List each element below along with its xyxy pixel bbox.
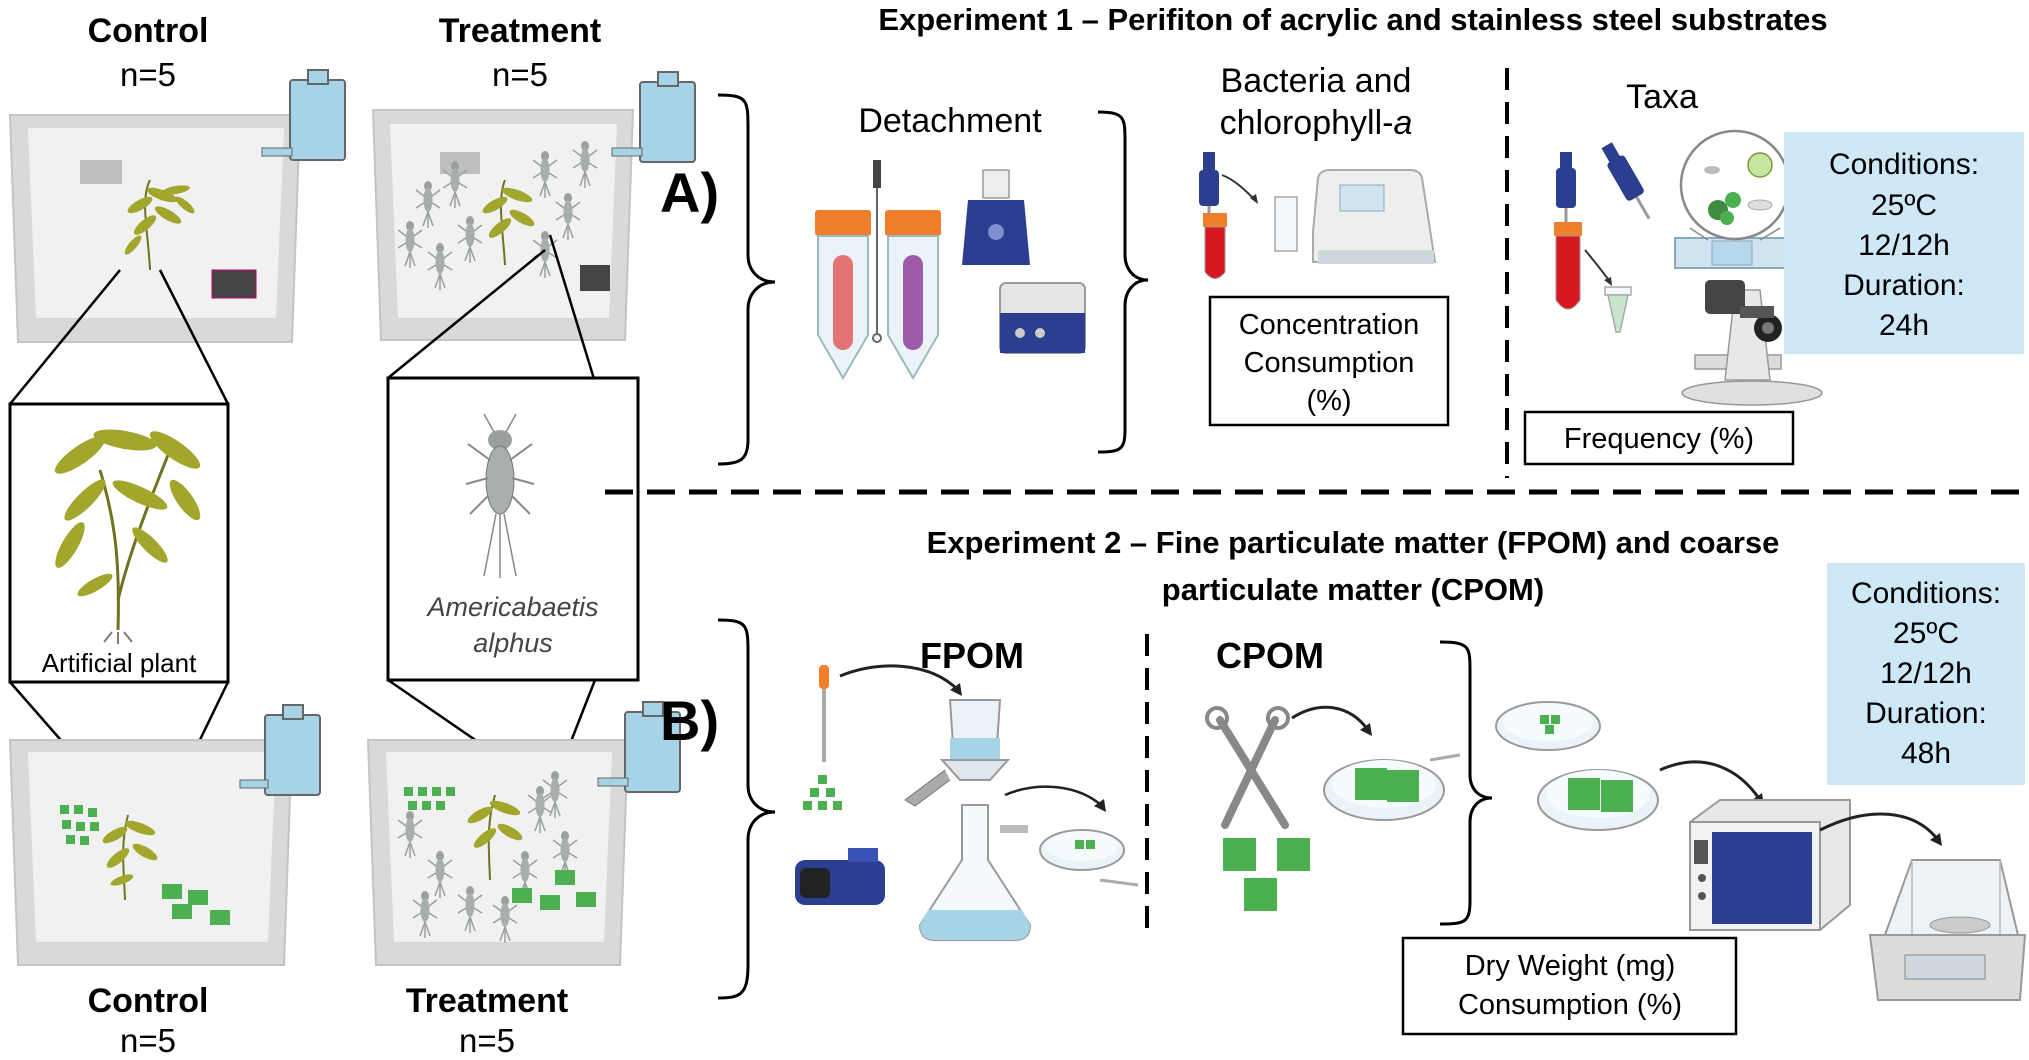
species-zoom-box: Americabaetis alphus [386, 234, 640, 792]
forceps-icon [1205, 706, 1290, 829]
experiment2-title-line2: particulate matter (CPOM) [1162, 572, 1544, 607]
treatment-tank-bottom [366, 701, 681, 966]
duration-value: 24h [1879, 309, 1929, 342]
blood-tube-icon [1203, 213, 1227, 279]
brace-cpom [1439, 640, 1493, 926]
petri-dish-icon [1537, 769, 1659, 831]
duration-label: Duration: [1843, 269, 1965, 302]
treatment-bottom-label: Treatment [406, 982, 569, 1020]
panel-label-b: B) [660, 689, 719, 752]
falcon-tube-icon [885, 210, 941, 380]
plant-icon [102, 814, 158, 901]
brace-detachment [1097, 110, 1149, 454]
vacuum-filter-icon [904, 699, 1032, 941]
petri-dish-icon [1495, 701, 1601, 751]
pipette-icon [1199, 152, 1219, 222]
spectrophotometer-icon [1312, 169, 1437, 264]
eppendorf-icon [1604, 286, 1632, 333]
arrow-to-eppendorf [1584, 249, 1611, 283]
falcon-tube-icon [815, 210, 871, 380]
bacteria-label-line2: chlorophyll-a [1220, 104, 1413, 142]
duration-label-exp2: Duration: [1865, 697, 1987, 730]
pasteur-pipette-icon [819, 665, 829, 762]
arrow-to-filter [839, 664, 960, 692]
petri-dish-icon [1039, 829, 1125, 871]
plant-zoom-box: Artificial plant [8, 269, 230, 684]
frequency-box [1523, 410, 1795, 466]
brace-a [717, 93, 776, 466]
consumption-label-exp2: Consumption (%) [1458, 989, 1682, 1021]
percent-label: (%) [1306, 385, 1351, 417]
control-top-n: n=5 [120, 56, 176, 93]
drying-oven-icon [1689, 799, 1851, 931]
cpom-label: CPOM [1216, 635, 1324, 676]
plant-icon [467, 794, 523, 881]
americabaetis-nymph-icon [465, 413, 535, 578]
consumption-label: Consumption [1244, 347, 1415, 379]
conditions-label: Conditions: [1829, 148, 1979, 181]
temperature-label: 25ºC [1871, 189, 1937, 222]
artificial-plant-icon [54, 429, 201, 644]
treatment-bottom-n: n=5 [459, 1022, 515, 1059]
species-name-line1: Americabaetis [425, 592, 598, 622]
panel-label-a: A) [660, 161, 719, 224]
control-tank-bottom [8, 704, 321, 966]
arrow-to-cuvette [1221, 174, 1256, 201]
conditions-box-exp2 [1827, 563, 2025, 785]
vortex-mixer-icon [962, 169, 1030, 265]
bacteria-label-line1: Bacteria and [1221, 62, 1412, 100]
ultrasonic-bath-icon [999, 282, 1086, 354]
control-bottom-label: Control [88, 982, 209, 1020]
arrow-to-oven [1659, 760, 1762, 801]
blood-tube-icon [1554, 222, 1582, 310]
fpom-label: FPOM [920, 635, 1024, 676]
pipette-icon [1556, 152, 1576, 222]
reservoir-icon [611, 71, 696, 163]
swab-icon [872, 160, 882, 343]
brace-b [717, 618, 776, 1000]
dry-weight-label: Dry Weight (mg) [1465, 950, 1676, 982]
arrow-to-balance [1819, 812, 1940, 841]
conditions-box-exp1 [1784, 132, 2024, 354]
treatment-top-label: Treatment [439, 12, 602, 50]
duration-value-exp2: 48h [1901, 737, 1951, 770]
concentration-box [1208, 295, 1450, 427]
photoperiod-label: 12/12h [1858, 229, 1950, 262]
petri-dish-icon [1323, 753, 1461, 821]
arrow-to-petri [1004, 785, 1103, 807]
photoperiod-label-exp2: 12/12h [1880, 657, 1972, 690]
detachment-label: Detachment [858, 102, 1042, 140]
cpom-leaf-discs-icon [1223, 838, 1310, 911]
microscope-icon [1681, 280, 1823, 406]
arrow-to-petri-cpom [1291, 705, 1370, 731]
pipette-icon [1601, 142, 1651, 220]
temperature-label-exp2: 25ºC [1893, 617, 1959, 650]
reservoir-icon [261, 69, 346, 161]
experiment1-title: Experiment 1 – Perifiton of acrylic and … [878, 2, 1827, 37]
reservoir-icon [597, 701, 681, 793]
control-bottom-n: n=5 [120, 1022, 176, 1059]
fpom-particles-icon [803, 775, 842, 810]
species-name-line2: alphus [473, 628, 553, 658]
conditions-label-exp2: Conditions: [1851, 577, 2001, 610]
treatment-top-n: n=5 [492, 56, 548, 93]
cuvette-icon [1274, 196, 1298, 252]
treatment-tank-top [371, 71, 696, 341]
plant-icon [482, 179, 535, 266]
concentration-label: Concentration [1239, 309, 1420, 341]
vacuum-pump-icon [795, 848, 885, 905]
analytical-balance-icon [1868, 859, 2027, 1001]
taxa-label: Taxa [1626, 78, 1698, 116]
plant-caption: Artificial plant [42, 648, 197, 678]
reservoir-icon [239, 704, 321, 796]
control-tank-top [8, 69, 346, 343]
frequency-label: Frequency (%) [1564, 423, 1754, 455]
plant-icon [124, 179, 195, 271]
taxa-zoom-circle-icon [1679, 129, 1791, 241]
experiment2-title-line1: Experiment 2 – Fine particulate matter (… [927, 525, 1780, 560]
dry-weight-box [1401, 936, 1738, 1036]
control-top-label: Control [88, 12, 209, 50]
microscope-slide-icon [1674, 237, 1788, 269]
